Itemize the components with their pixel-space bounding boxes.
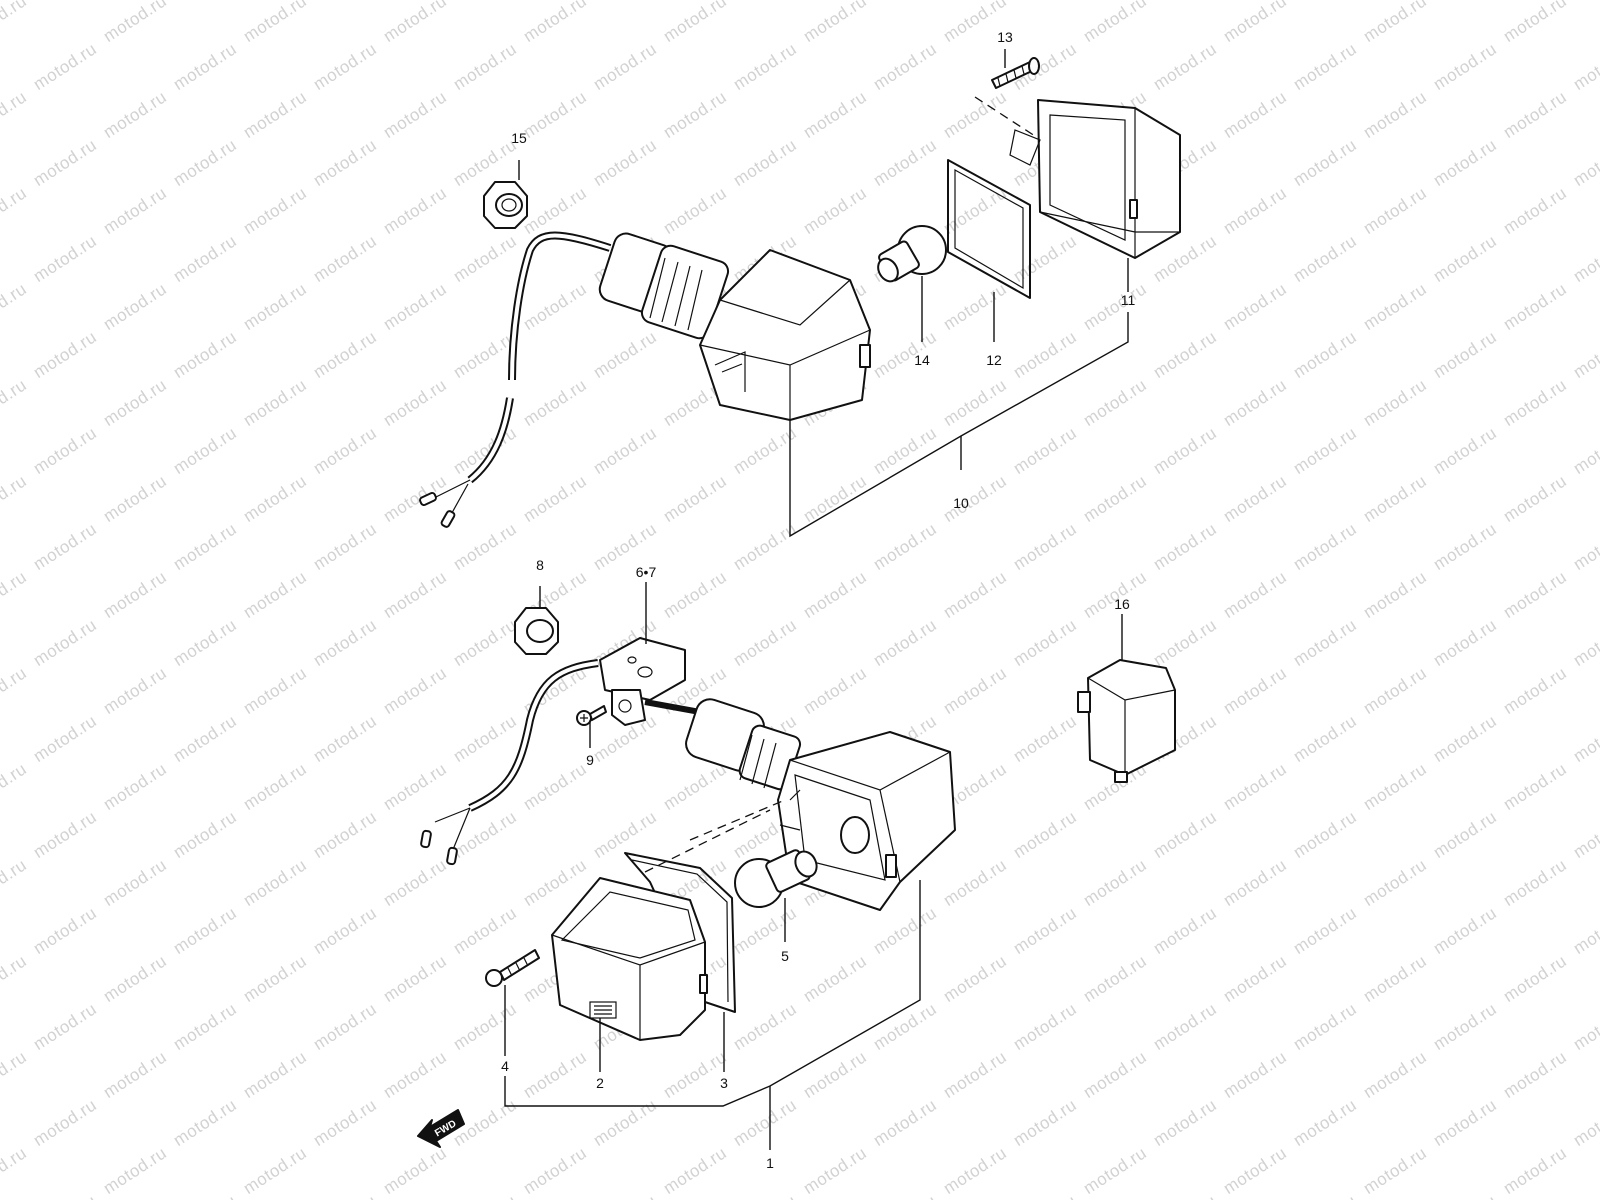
callout-10: 10 — [953, 495, 969, 511]
callout-8: 8 — [536, 557, 544, 573]
part-9-screw — [576, 705, 607, 726]
part-11-lens — [1009, 99, 1181, 259]
callout-6-7: 6•7 — [636, 564, 657, 580]
part-13-screw — [974, 57, 1040, 139]
callout-2: 2 — [596, 1075, 604, 1091]
callout-3: 3 — [720, 1075, 728, 1091]
part-8-grommet — [514, 607, 559, 655]
part-3-gasket — [624, 852, 736, 1013]
callout-14: 14 — [914, 352, 930, 368]
callout-13: 13 — [997, 29, 1013, 45]
callout-12: 12 — [986, 352, 1002, 368]
callout-1: 1 — [766, 1155, 774, 1171]
leader-1-bracket — [504, 880, 921, 1107]
callout-15: 15 — [511, 130, 527, 146]
fwd-arrow-icon: FWD — [417, 1109, 465, 1148]
part-12-gasket — [947, 159, 1031, 299]
part-2-lens — [551, 877, 708, 1041]
callout-11: 11 — [1121, 292, 1136, 308]
part-15-grommet — [483, 181, 528, 229]
upper-turn-signal-assembly — [419, 231, 871, 528]
callout-4: 4 — [501, 1058, 509, 1074]
part-5-bulb — [734, 849, 818, 908]
callout-16: 16 — [1114, 596, 1130, 612]
callout-9: 9 — [586, 752, 594, 768]
part-16-relay — [1077, 659, 1176, 783]
part-4-screw — [485, 949, 540, 987]
lower-turn-signal-assembly — [420, 637, 956, 911]
callout-5: 5 — [781, 948, 789, 964]
part-14-bulb — [877, 225, 947, 283]
